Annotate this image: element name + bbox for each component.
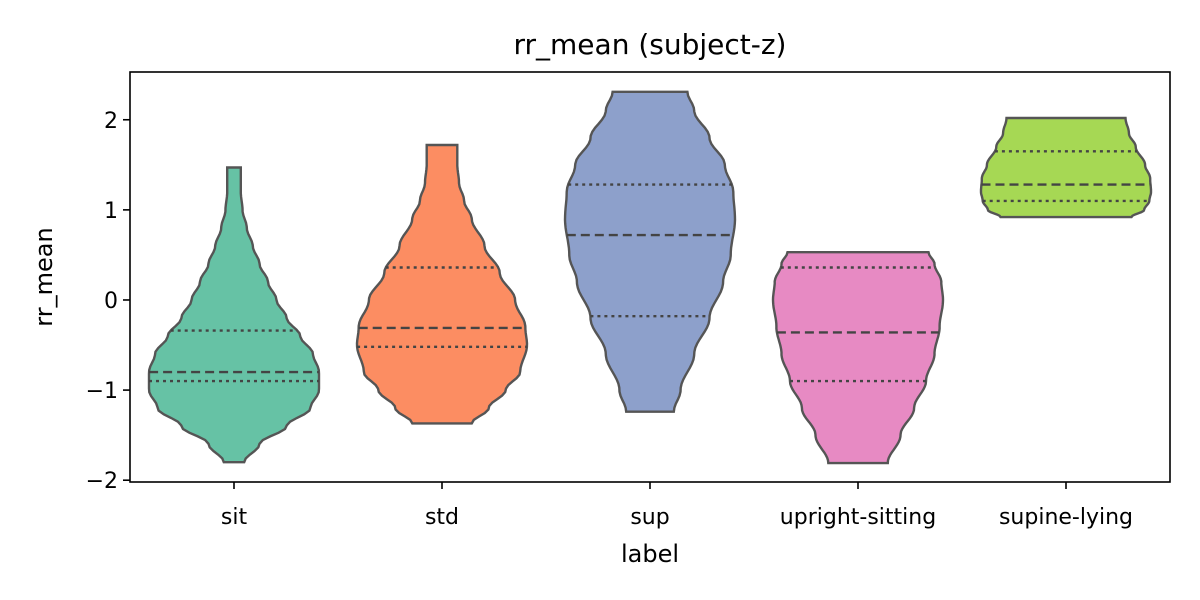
y-tick-label: 1 <box>104 199 118 224</box>
x-tick-label: sup <box>630 505 669 530</box>
y-tick-label: 0 <box>104 289 118 314</box>
violin-body <box>771 251 945 465</box>
violin-body <box>355 143 529 425</box>
y-tick-label: −2 <box>86 469 118 494</box>
y-axis-label: rr_mean <box>30 227 58 326</box>
violin-body <box>147 166 321 464</box>
x-axis-label: label <box>621 540 679 568</box>
y-tick-label: −1 <box>86 379 118 404</box>
violin-sup <box>563 90 737 413</box>
violin-std <box>355 143 529 425</box>
violins-layer <box>147 90 1153 465</box>
x-axis: sit std sup upright-sitting supine-lying <box>221 482 1133 530</box>
x-tick-label: upright-sitting <box>780 505 936 530</box>
x-tick-label: std <box>425 505 459 530</box>
chart-title: rr_mean (subject-z) <box>514 28 787 61</box>
violin-body <box>979 116 1153 219</box>
violin-sit <box>147 166 321 464</box>
violin-body <box>563 90 737 413</box>
y-axis: −2 −1 0 1 2 <box>86 109 130 494</box>
violin-supine-lying <box>979 116 1153 219</box>
x-tick-label: sit <box>221 505 248 530</box>
violin-upright-sitting <box>771 251 945 465</box>
y-tick-label: 2 <box>104 109 118 134</box>
x-tick-label: supine-lying <box>999 505 1133 530</box>
